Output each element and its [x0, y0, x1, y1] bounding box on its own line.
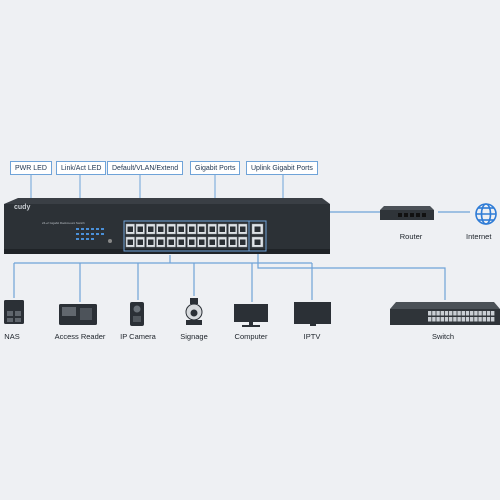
globe-icon	[475, 203, 497, 225]
small-switch-port	[478, 311, 482, 316]
small-switch-port	[444, 317, 449, 322]
small-switch-port	[444, 311, 449, 316]
access-reader-icon	[59, 304, 97, 325]
small-switch-port	[478, 317, 482, 322]
port-socket	[240, 226, 246, 232]
small-switch-port	[474, 311, 478, 316]
small-switch-port	[428, 317, 432, 322]
small-switch-port	[449, 317, 453, 322]
switch-link-line	[257, 252, 446, 300]
small-switch-port	[457, 317, 461, 322]
port-socket	[254, 239, 261, 245]
small-switch-port	[491, 311, 495, 316]
port-socket	[199, 239, 205, 245]
nas-icon	[4, 300, 24, 324]
small-switch-port	[428, 311, 432, 316]
uplink-ports-outline	[248, 220, 267, 252]
small-switch-port	[482, 317, 486, 322]
device-label-ip-camera: IP Camera	[120, 332, 156, 341]
device-label-iptv: IPTV	[303, 332, 321, 341]
callout-gigabit-ports: Gigabit Ports	[190, 161, 241, 175]
port-socket	[199, 226, 205, 232]
small-switch-port	[432, 317, 436, 322]
port-socket	[148, 226, 154, 232]
small-switch-port	[474, 317, 478, 322]
callout-link-act-led: Link/Act LED	[56, 161, 107, 175]
port-socket	[158, 239, 164, 245]
iptv-icon	[294, 302, 331, 326]
small-switch	[390, 302, 500, 325]
small-switch-port	[486, 317, 491, 322]
port-socket	[137, 239, 143, 245]
small-switch-port	[461, 311, 465, 316]
callout-default-vlan-extend: Default/VLAN/Extend	[107, 161, 184, 175]
led-panel	[76, 228, 104, 240]
port-socket	[137, 226, 143, 232]
small-switch-ports	[428, 311, 495, 322]
small-switch-port	[482, 311, 486, 316]
small-switch-port	[465, 317, 470, 322]
port-socket	[127, 239, 133, 245]
small-switch-port	[470, 317, 474, 322]
switch-model-text: 24+2 Gigabit Rackmount Switch	[42, 221, 85, 225]
callout-pwr-led: PWR LED	[10, 161, 52, 175]
port-socket	[178, 239, 184, 245]
device-label-nas: NAS	[4, 332, 20, 341]
switch-brand-logo: cudy	[14, 204, 31, 211]
device-label-access-reader: Access Reader	[54, 332, 106, 341]
small-switch-port	[436, 311, 440, 316]
port-socket	[209, 239, 215, 245]
switch-label: Switch	[431, 332, 455, 341]
callout-uplink-gigabit-ports: Uplink Gigabit Ports	[246, 161, 318, 175]
small-switch-port	[486, 311, 491, 316]
port-socket	[219, 239, 225, 245]
small-switch-port	[436, 317, 440, 322]
port-socket	[189, 239, 195, 245]
small-switch-port	[449, 311, 453, 316]
port-socket	[254, 226, 261, 232]
port-socket	[230, 226, 236, 232]
internet-label: Internet	[466, 232, 492, 241]
main-switch	[4, 198, 330, 254]
small-switch-port	[491, 317, 495, 322]
router-icon	[380, 206, 434, 220]
router-label: Router	[399, 232, 423, 241]
small-switch-port	[457, 311, 461, 316]
port-socket	[240, 239, 246, 245]
port-grid	[125, 223, 264, 248]
device-label-computer: Computer	[234, 332, 268, 341]
signage-icon	[185, 298, 203, 325]
small-switch-port	[432, 311, 436, 316]
small-switch-port	[440, 311, 444, 316]
port-socket	[230, 239, 236, 245]
port-socket	[148, 239, 154, 245]
small-switch-port	[453, 311, 457, 316]
port-socket	[219, 226, 225, 232]
port-socket	[158, 226, 164, 232]
link-lines	[13, 211, 470, 302]
small-switch-port	[461, 317, 465, 322]
small-switch-port	[465, 311, 470, 316]
port-socket	[168, 226, 174, 232]
port-socket	[127, 226, 133, 232]
small-switch-port	[440, 317, 444, 322]
port-socket	[209, 226, 215, 232]
ip-camera-icon	[130, 302, 144, 326]
port-socket	[189, 226, 195, 232]
small-switch-port	[470, 311, 474, 316]
computer-icon	[234, 304, 268, 327]
device-label-signage: Signage	[180, 332, 208, 341]
port-socket	[178, 226, 184, 232]
port-socket	[168, 239, 174, 245]
small-switch-port	[453, 317, 457, 322]
mode-button-icon	[108, 239, 112, 243]
